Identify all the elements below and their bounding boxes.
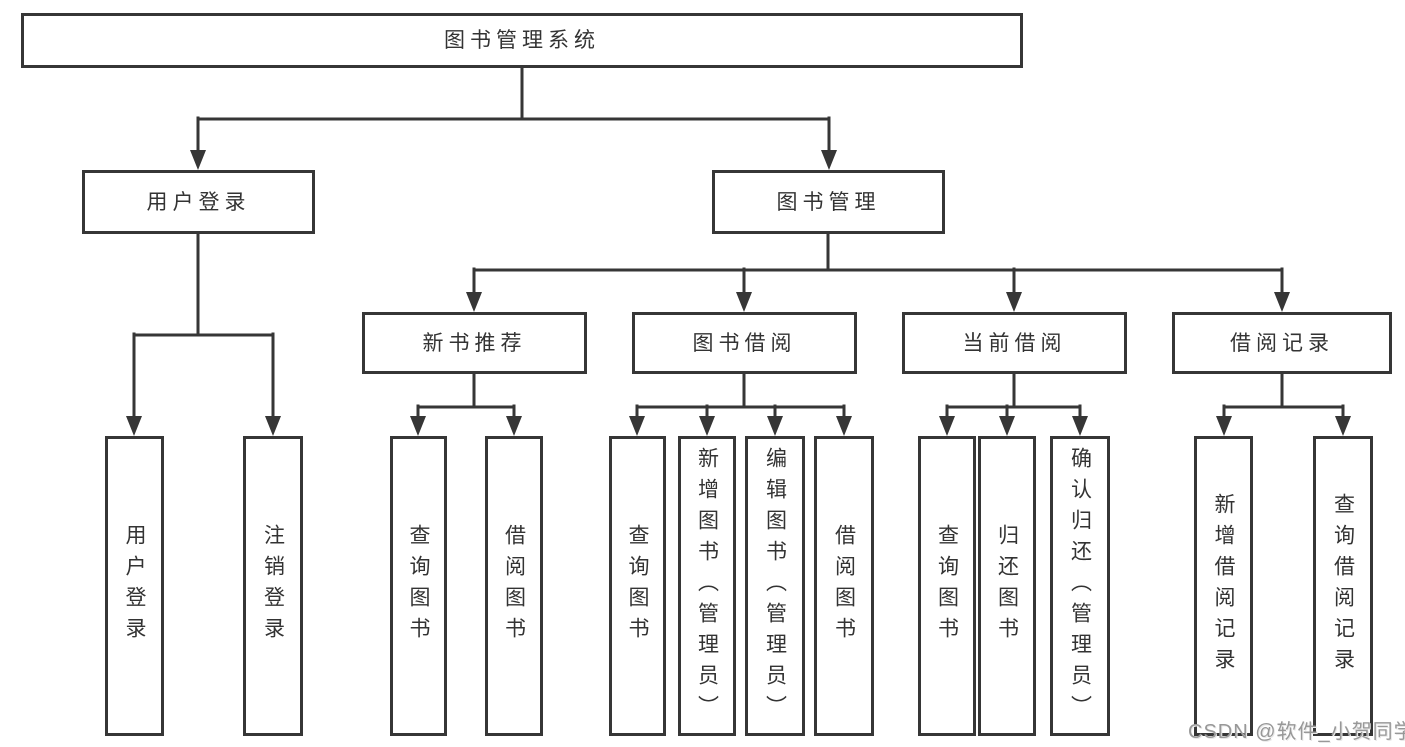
leaf-query-borrow-record-label: 查询借阅记录 [1331,493,1355,679]
leaf-user-login: 用户登录 [105,436,164,736]
leaf-confirm-return-admin: 确认归还（管理员） [1050,436,1110,736]
leaf-add-borrow-record-label: 新增借阅记录 [1212,493,1235,679]
leaf-add-books-admin-label: 新增图书（管理员） [695,446,719,726]
leaf-query-books-borrow-label: 查询图书 [626,524,649,648]
root-node-label: 图书管理系统 [444,29,600,52]
leaf-query-borrow-record: 查询借阅记录 [1313,436,1373,736]
watermark: CSDN @软件_小贺同学 [1188,721,1405,743]
node-book-management: 图书管理 [712,170,945,234]
leaf-borrow-books-label: 借阅图书 [832,524,856,648]
node-new-book-recommendation-label: 新书推荐 [422,331,527,355]
node-borrowing-records-label: 借阅记录 [1230,331,1334,355]
leaf-logout: 注销登录 [243,436,303,736]
leaf-add-books-admin: 新增图书（管理员） [678,436,736,736]
leaf-borrow-books-recommend: 借阅图书 [485,436,543,736]
node-user-login: 用户登录 [82,170,315,234]
leaf-user-login-label: 用户登录 [123,524,146,648]
leaf-borrow-books: 借阅图书 [814,436,874,736]
leaf-return-books: 归还图书 [978,436,1036,736]
leaf-add-borrow-record: 新增借阅记录 [1194,436,1253,736]
leaf-query-books-current-label: 查询图书 [935,524,959,648]
node-borrowing-records: 借阅记录 [1172,312,1392,374]
leaf-edit-books-admin: 编辑图书（管理员） [745,436,805,736]
arrowheads [126,150,1351,436]
leaf-query-books-current: 查询图书 [918,436,976,736]
node-book-borrowing-label: 图书借阅 [692,331,797,355]
leaf-query-books-recommend: 查询图书 [390,436,447,736]
leaf-return-books-label: 归还图书 [995,524,1019,648]
node-current-borrowing-label: 当前借阅 [962,331,1067,355]
leaf-query-books-recommend-label: 查询图书 [407,524,430,648]
leaf-query-books-borrow: 查询图书 [609,436,666,736]
root-node-library-management-system: 图书管理系统 [21,13,1023,68]
node-book-management-label: 图书管理 [776,190,881,214]
node-book-borrowing: 图书借阅 [632,312,857,374]
leaf-borrow-books-recommend-label: 借阅图书 [502,524,526,648]
leaf-confirm-return-admin-label: 确认归还（管理员） [1068,446,1092,726]
leaf-edit-books-admin-label: 编辑图书（管理员） [763,446,787,726]
node-user-login-label: 用户登录 [146,190,251,214]
node-new-book-recommendation: 新书推荐 [362,312,587,374]
leaf-logout-label: 注销登录 [261,524,285,648]
node-current-borrowing: 当前借阅 [902,312,1127,374]
